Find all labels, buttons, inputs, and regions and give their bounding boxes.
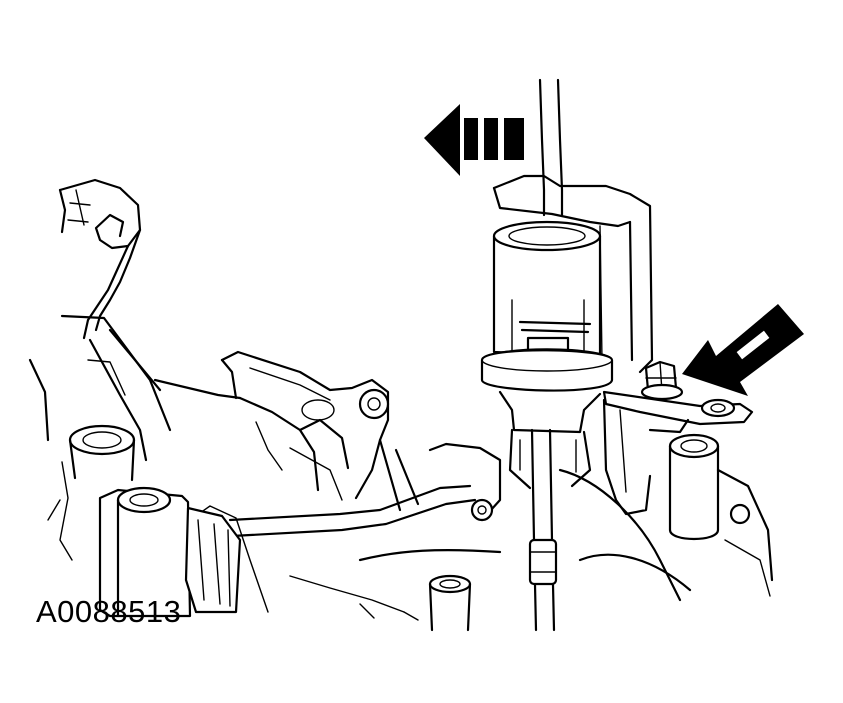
square-post — [98, 486, 269, 618]
cable-bushing — [480, 220, 614, 490]
linkage-rod — [228, 438, 477, 538]
arrow-left-dashed-icon — [424, 104, 524, 176]
arrow-pointer-icon — [682, 304, 804, 396]
central-housing — [220, 350, 390, 501]
bolt — [640, 360, 684, 401]
right-post — [668, 433, 720, 540]
small-pipe — [428, 574, 472, 632]
lower-housing — [289, 442, 774, 621]
shift-cable — [528, 78, 564, 632]
lever-bracket — [58, 178, 142, 340]
rod-end-bushing — [184, 506, 242, 614]
figure-id-label: A0088513 — [36, 594, 182, 629]
left-casting — [28, 314, 242, 561]
